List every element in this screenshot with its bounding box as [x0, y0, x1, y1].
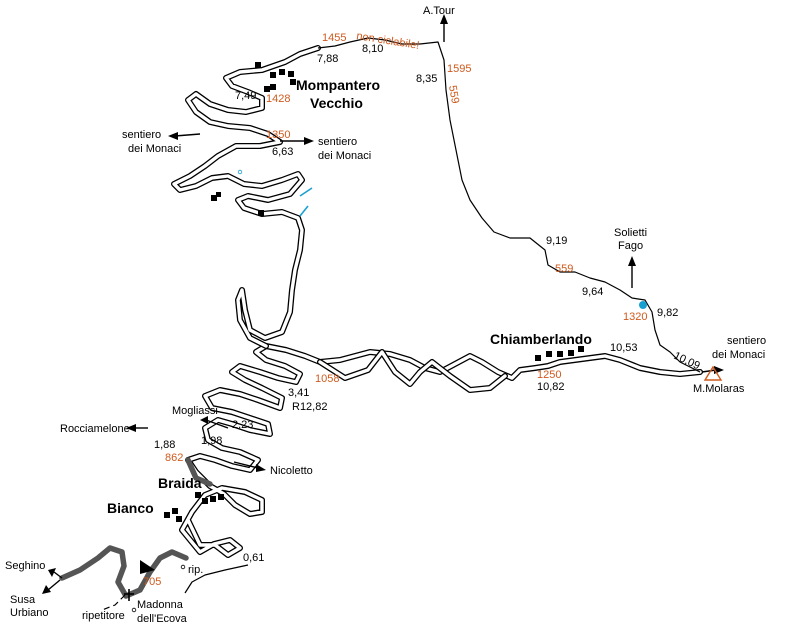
fountain-icon [639, 301, 647, 309]
chiamberlando-switchbacks [317, 349, 508, 393]
place-ecova: dell'Ecova [137, 613, 188, 625]
place-susa: Susa [10, 594, 36, 606]
altitude-862: 862 [165, 452, 183, 464]
altitude-1428: 1428 [266, 93, 290, 105]
place-madonna: Madonna [137, 599, 184, 611]
altitude-1455: 1455 [322, 32, 346, 44]
altitude-705: 705 [143, 576, 161, 588]
main-road [179, 343, 703, 558]
distance-r12-82: R12,82 [292, 401, 327, 413]
distance-1-98: 1,98 [201, 435, 222, 447]
distance-8-35: 8,35 [416, 73, 437, 85]
distance-6-63: 6,63 [272, 146, 293, 158]
place-chiamberlando: Chiamberlando [490, 331, 592, 347]
place-solietti: Solietti [614, 227, 647, 239]
distance-9-19: 9,19 [546, 235, 567, 247]
altitude-559b: 559 [555, 263, 573, 275]
sentiero-right-line1: sentiero [727, 335, 766, 347]
distance-8-10: 8,10 [362, 43, 383, 55]
place-mompantero: Mompantero [296, 77, 380, 93]
place-bianco: Bianco [107, 500, 154, 516]
chapel-flag-icon [140, 560, 155, 574]
place-vecchio: Vecchio [310, 95, 363, 111]
altitude-1250: 1250 [537, 369, 561, 381]
distance-10-53: 10,53 [610, 342, 638, 354]
sentiero-mid-line1: sentiero [318, 136, 357, 148]
distance-2-23: 2,23 [232, 419, 253, 431]
sentiero-mid-line2: dei Monaci [318, 150, 371, 162]
north-switchbacks [171, 45, 321, 349]
distance-0-61: 0,61 [243, 552, 264, 564]
buildings [164, 62, 584, 522]
place-urbiano: Urbiano [10, 607, 49, 619]
ripetitore-point [131, 607, 137, 613]
summit-icon [703, 365, 723, 381]
place-mogliassi: Mogliassi [172, 405, 218, 417]
sentiero-left-line1: sentiero [122, 129, 161, 141]
place-nicoletto: Nicoletto [270, 465, 313, 477]
altitude-1320: 1320 [623, 311, 647, 323]
place-braida: Braida [158, 475, 202, 491]
distance-9-64: 9,64 [582, 286, 603, 298]
distance-1-88: 1,88 [154, 439, 175, 451]
place-molaras: M.Molaras [693, 383, 745, 395]
altitude-559a: 559 [446, 84, 461, 104]
distance-10-09: 10,09 [672, 350, 702, 373]
distance-3-41: 3,41 [288, 387, 309, 399]
arrows [42, 14, 724, 594]
sentiero-left-line2: dei Monaci [128, 143, 181, 155]
altitude-1595: 1595 [447, 63, 471, 75]
cross-icon [124, 589, 134, 601]
distance-7-88: 7,88 [317, 53, 338, 65]
distance-9-82: 9,82 [657, 307, 678, 319]
place-fago: Fago [618, 240, 643, 252]
repeater-icon [180, 564, 186, 570]
altitude-1350: 1350 [266, 129, 290, 141]
place-atour: A.Tour [423, 5, 455, 17]
high-trail [101, 37, 701, 611]
altitude-1058: 1058 [315, 373, 339, 385]
water-markers [237, 169, 647, 309]
distance-7-49: 7,49 [235, 90, 256, 102]
label-rip: rip. [188, 564, 203, 576]
sentiero-right-line2: dei Monaci [712, 349, 765, 361]
label-ripetitore: ripetitore [82, 610, 125, 622]
place-seghino: Seghino [5, 560, 45, 572]
southern-road [59, 457, 213, 599]
place-rocciamelone: Rocciamelone [60, 423, 130, 435]
distance-10-82: 10,82 [537, 381, 565, 393]
